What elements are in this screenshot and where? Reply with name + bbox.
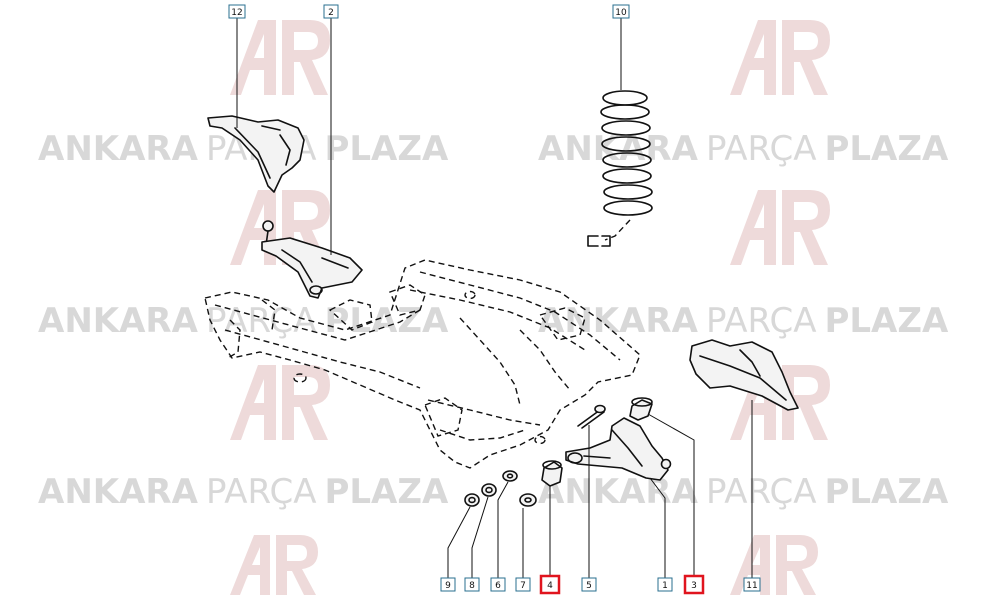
part-11-bracket: [689, 339, 799, 411]
watermark-word1: ANKARA: [538, 129, 699, 169]
callout-8[interactable]: 8: [464, 577, 480, 592]
part-1-control-arm: [565, 417, 672, 481]
watermark-word1: ANKARA: [538, 472, 699, 512]
part-10-coil-spring: [587, 90, 653, 247]
part-4-bushing: [541, 460, 563, 487]
callout-7[interactable]: 7: [515, 577, 531, 592]
callout-4-label: 4: [547, 581, 553, 591]
callout-11-label: 11: [746, 581, 757, 591]
part-8-nut: [481, 483, 497, 497]
part-5-bolt: [577, 404, 606, 429]
callout-9[interactable]: 9: [440, 577, 456, 592]
watermark-word3: PLAZA: [824, 301, 949, 341]
callout-5[interactable]: 5: [581, 577, 597, 592]
watermark-word3: PLAZA: [324, 472, 449, 512]
watermark-logo: [230, 535, 318, 595]
part-12-bracket: [207, 115, 305, 193]
callout-12[interactable]: 12: [228, 4, 246, 19]
part-7-washer: [519, 493, 537, 507]
watermark-word2: PARÇA: [706, 129, 817, 169]
watermark-word1: ANKARA: [38, 129, 199, 169]
part-6-washer: [502, 470, 518, 482]
watermark-word3: PLAZA: [824, 472, 949, 512]
callout-10[interactable]: 10: [612, 4, 630, 19]
callout-5-label: 5: [586, 581, 592, 591]
watermark-logo: [230, 365, 330, 440]
callout-1-label: 1: [662, 581, 668, 591]
watermark-word2: PARÇA: [206, 301, 317, 341]
callout-6[interactable]: 6: [490, 577, 506, 592]
callout-12-label: 12: [231, 8, 242, 18]
callout-2[interactable]: 2: [323, 4, 339, 19]
callout-10-label: 10: [615, 8, 627, 18]
watermark-word2: PARÇA: [206, 472, 317, 512]
watermark-logo: [730, 20, 830, 95]
watermark-word2: PARÇA: [706, 472, 817, 512]
callout-4[interactable]: 4: [539, 574, 561, 595]
part-9-nut: [464, 493, 480, 507]
callout-11[interactable]: 11: [743, 577, 761, 592]
callout-3-label: 3: [691, 581, 697, 591]
watermark-word2: PARÇA: [706, 301, 817, 341]
leader-lines: [236, 18, 753, 578]
callout-7-label: 7: [520, 581, 526, 591]
watermark-word1: ANKARA: [38, 472, 199, 512]
watermark-logo: [730, 190, 830, 265]
watermark-logos: [230, 20, 830, 595]
part-2-control-arm: [261, 220, 363, 299]
watermark-word1: ANKARA: [538, 301, 699, 341]
callout-9-label: 9: [445, 581, 451, 591]
callout-6-label: 6: [495, 581, 501, 591]
watermark-word1: ANKARA: [38, 301, 199, 341]
watermark-word3: PLAZA: [324, 301, 449, 341]
subframe: [204, 259, 641, 469]
callout-8-label: 8: [469, 581, 475, 591]
watermark-logo: [730, 535, 818, 595]
callout-2-label: 2: [328, 8, 334, 18]
callout-3[interactable]: 3: [683, 574, 705, 595]
watermark-word3: PLAZA: [324, 129, 449, 169]
watermark-logo: [230, 20, 330, 95]
part-3-bushing: [629, 397, 653, 421]
callout-1[interactable]: 1: [657, 577, 673, 592]
watermark-word3: PLAZA: [824, 129, 949, 169]
